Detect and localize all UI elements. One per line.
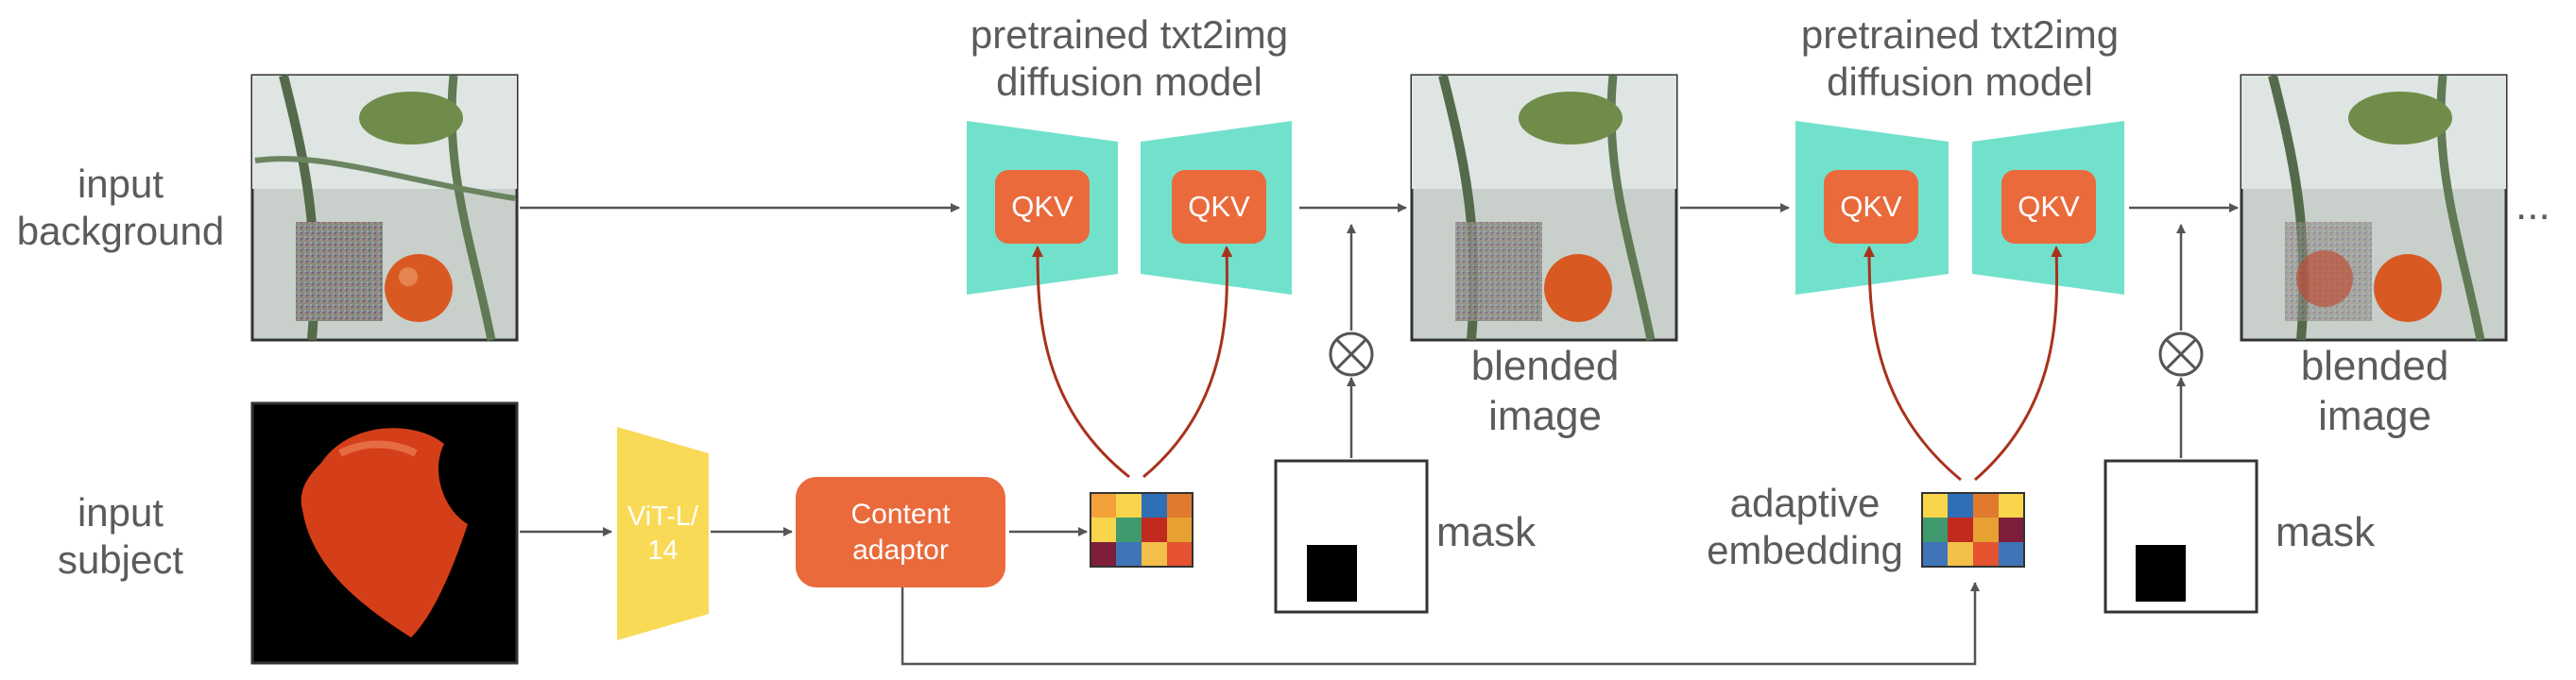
embedding-cell bbox=[1091, 493, 1116, 518]
input-background-label: input background bbox=[16, 162, 225, 254]
embedding-cell bbox=[1922, 518, 1948, 542]
embedding-cell bbox=[1091, 542, 1116, 567]
mask-1-label: mask bbox=[1436, 509, 1537, 555]
adaptive-embedding-grid bbox=[1921, 492, 2025, 568]
vit-encoder-block bbox=[617, 427, 709, 640]
qkv-block bbox=[2001, 170, 2096, 244]
qkv-label: QKV bbox=[1011, 190, 1073, 223]
arrow-adaptor-to-adaptive-embedding bbox=[901, 582, 1980, 666]
input-subject-image bbox=[250, 401, 519, 665]
blended-image-2-label: blended image bbox=[2300, 343, 2449, 439]
embedding-cell bbox=[1167, 542, 1193, 567]
embedding-cell bbox=[1116, 518, 1142, 542]
embedding-cell bbox=[1999, 493, 2024, 518]
diffusion-model-1 bbox=[967, 121, 1292, 295]
embedding-cell bbox=[1973, 493, 1999, 518]
blended-image-2 bbox=[2240, 74, 2508, 342]
embedding-cell bbox=[1116, 542, 1142, 567]
mask-image-2 bbox=[2104, 459, 2258, 614]
qkv-label: QKV bbox=[2018, 190, 2080, 223]
qkv-block bbox=[995, 170, 1090, 244]
embedding-border bbox=[1090, 492, 1194, 568]
embedding-cell bbox=[1948, 518, 1973, 542]
embedding-cell bbox=[1167, 493, 1193, 518]
model-1-title: pretrained txt2img diffusion model bbox=[970, 12, 1289, 105]
content-adaptor-label: Content adaptor bbox=[850, 499, 951, 566]
input-background-image bbox=[250, 74, 519, 342]
adaptive-embedding-label: adaptive embedding bbox=[1707, 481, 1903, 573]
embedding-cell bbox=[1116, 493, 1142, 518]
embedding-cell bbox=[1973, 542, 1999, 567]
red-arrow-emb1-to-qkv2 bbox=[1142, 246, 1233, 479]
multiply-icon bbox=[2158, 332, 2204, 377]
embedding-cell bbox=[1973, 518, 1999, 542]
input-subject-label: input subject bbox=[57, 490, 184, 583]
embedding-cell bbox=[1091, 518, 1116, 542]
embedding-border bbox=[1921, 492, 2025, 568]
embedding-cell bbox=[1142, 493, 1167, 518]
mask-image-1 bbox=[1274, 459, 1429, 614]
embedding-cell bbox=[1142, 518, 1167, 542]
embedding-cell bbox=[1999, 542, 2024, 567]
blended-image-1-label: blended image bbox=[1470, 343, 1620, 439]
qkv-block bbox=[1824, 170, 1918, 244]
embedding-cell bbox=[1948, 493, 1973, 518]
content-adaptor-block bbox=[796, 477, 1005, 587]
embedding-cell bbox=[1922, 493, 1948, 518]
embedding-cell bbox=[1142, 542, 1167, 567]
red-arrow-emb2-to-qkv2 bbox=[1974, 246, 2063, 482]
red-arrow-emb1-to-qkv1 bbox=[1032, 246, 1130, 479]
mask-2-label: mask bbox=[2275, 509, 2376, 555]
embedding-cell bbox=[1948, 542, 1973, 567]
embedding-cell bbox=[1999, 518, 2024, 542]
diffusion-model-2 bbox=[1795, 121, 2124, 295]
embedding-cell bbox=[1167, 518, 1193, 542]
embedding-cell bbox=[1922, 542, 1948, 567]
qkv-label: QKV bbox=[1188, 190, 1250, 223]
vit-label: ViT-L/ 14 bbox=[627, 501, 699, 566]
continuation-ellipsis: ... bbox=[2516, 182, 2550, 229]
qkv-label: QKV bbox=[1840, 190, 1902, 223]
content-embedding-grid bbox=[1090, 492, 1194, 568]
red-arrow-emb2-to-qkv1 bbox=[1863, 246, 1962, 482]
qkv-block bbox=[1172, 170, 1266, 244]
blended-image-1 bbox=[1410, 74, 1678, 342]
multiply-icon bbox=[1329, 332, 1374, 377]
model-2-title: pretrained txt2img diffusion model bbox=[1800, 12, 2120, 105]
